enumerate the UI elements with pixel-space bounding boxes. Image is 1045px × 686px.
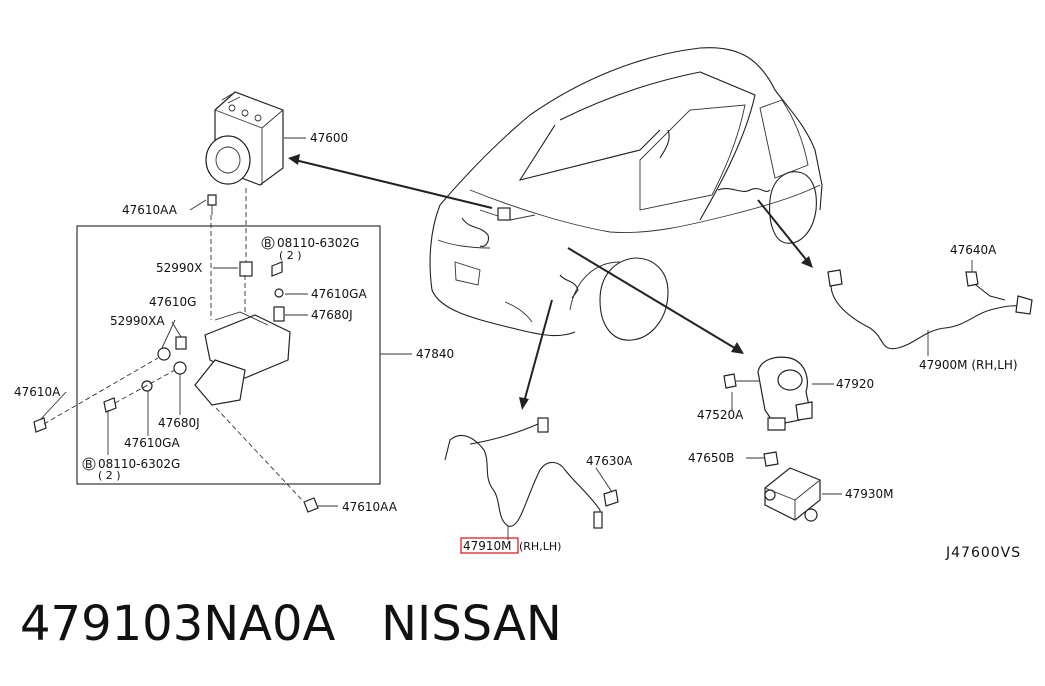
label-47610ga-top: 47610GA [311,287,367,301]
label-47610a: 47610A [14,385,61,399]
svg-text:B: B [264,237,272,250]
label-08110-top: 08110-6302G [277,236,359,250]
bracket-assembly-box [33,137,412,513]
label-47910m-suffix: (RH,LH) [519,540,561,553]
svg-text:B: B [85,458,93,471]
label-47600: 47600 [310,131,348,145]
highlight-box-47910m [460,537,519,554]
label-52990xa: 52990XA [110,314,165,328]
diagram-code: J47600VS [945,545,1021,561]
bolt-marker-bottom: B [82,457,96,471]
label-47610aa-top: 47610AA [122,203,178,217]
label-47910m[interactable]: 47910M [463,539,512,553]
label-47610ga-bottom: 47610GA [124,436,180,450]
pointer-arrows [288,154,813,410]
front-wheel-sensor-illustration [444,417,619,540]
label-08110-top-qty: ( 2 ) [279,249,302,262]
label-47650b: 47650B [688,451,734,465]
label-47610aa-bottom: 47610AA [342,500,398,514]
label-47900m: 47900M (RH,LH) [919,358,1018,372]
label-47920: 47920 [836,377,874,391]
label-52990x: 52990X [156,261,202,275]
label-47840: 47840 [416,347,454,361]
part-number-title: 479103NA0A NISSAN [20,596,562,652]
label-47930m: 47930M [845,487,894,501]
label-47640a: 47640A [950,243,997,257]
label-47630a: 47630A [586,454,633,468]
bolt-marker-top: B [261,236,275,250]
label-47520a: 47520A [697,408,744,422]
label-47680j-top: 47680J [311,308,353,322]
module-47930m-illustration [746,451,842,522]
abs-actuator-illustration [205,91,284,186]
sensor-47920-illustration [723,356,834,431]
label-47680j-bottom: 47680J [158,416,200,430]
rear-wheel-sensor-illustration [827,260,1033,356]
car-illustration [429,47,823,341]
label-08110-bottom: 08110-6302G [98,457,180,471]
label-47610g: 47610G [149,295,196,309]
label-08110-bottom-qty: ( 2 ) [98,469,121,482]
